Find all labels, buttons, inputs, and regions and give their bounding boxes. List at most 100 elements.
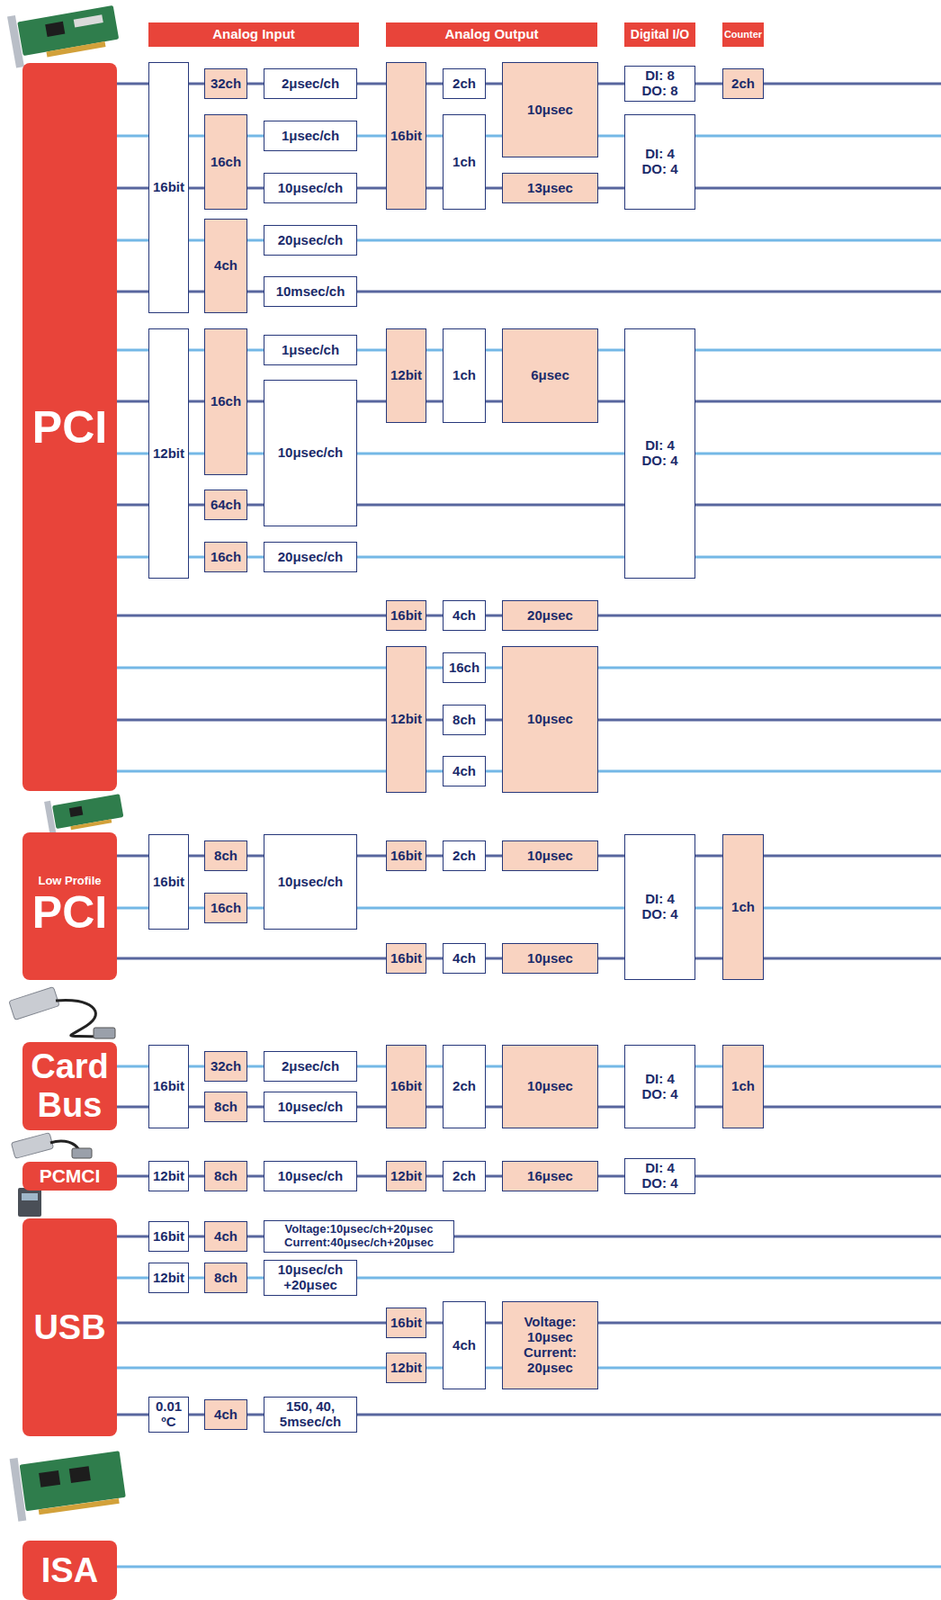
spec-text: 16bit xyxy=(152,1228,185,1245)
bus-line xyxy=(188,239,205,242)
spec-box: 16ch xyxy=(204,114,248,210)
spec-box: 12bit xyxy=(148,1262,189,1293)
low-profile-card-photo xyxy=(44,788,125,835)
bus-line xyxy=(426,400,443,404)
bus-line xyxy=(485,770,502,773)
bus-line xyxy=(116,349,149,352)
bus-line xyxy=(247,290,264,294)
spec-text: 10msec/ch xyxy=(276,284,346,300)
bus-band: PCI xyxy=(22,62,117,791)
bus-line xyxy=(188,503,205,507)
spec-text: DO: 4 xyxy=(641,453,678,469)
bus-line xyxy=(485,400,502,404)
bus-line-tail xyxy=(598,1366,941,1370)
spec-box: 12bit xyxy=(148,1160,189,1192)
spec-text: DI: 4 xyxy=(645,1160,675,1176)
bus-band: Low ProfilePCI xyxy=(22,832,117,980)
spec-box: 8ch xyxy=(204,840,248,871)
bus-line xyxy=(188,555,205,559)
bus-line xyxy=(485,1065,502,1068)
spec-text: Current:40μsec/ch+20μsec xyxy=(284,1236,434,1250)
bus-line xyxy=(116,1065,149,1068)
bus-line xyxy=(598,1174,625,1178)
spec-box: 16μsec xyxy=(501,1160,599,1192)
bus-line xyxy=(188,349,205,352)
spec-text: Current: 20μsec xyxy=(503,1344,597,1376)
spec-box: 4ch xyxy=(204,218,248,314)
spec-box: 2ch xyxy=(442,1044,486,1129)
bus-line xyxy=(357,82,386,86)
spec-box: 12bit xyxy=(385,645,427,793)
spec-text: 32ch xyxy=(210,1058,242,1075)
bus-line xyxy=(485,614,502,618)
bus-line xyxy=(426,134,443,138)
spec-box: 10μsec/ch xyxy=(263,1091,358,1122)
bus-line xyxy=(188,452,205,456)
spec-box: 10μsec/ch xyxy=(263,1160,358,1192)
spec-box: 4ch xyxy=(204,1220,248,1252)
bus-line xyxy=(485,134,502,138)
gold-fingers xyxy=(70,818,112,830)
gold-fingers xyxy=(38,1497,120,1515)
spec-text: 16bit xyxy=(390,848,422,864)
spec-text: 2ch xyxy=(452,1168,476,1184)
bus-line-tail xyxy=(763,906,941,910)
spec-box: 8ch xyxy=(204,1160,248,1192)
bus-line xyxy=(485,666,502,670)
spec-box: 16ch xyxy=(204,892,248,924)
bus-line xyxy=(247,1276,264,1280)
spec-text: 4ch xyxy=(452,1337,476,1354)
spec-box: 16bit xyxy=(148,1044,189,1129)
device-case xyxy=(17,1187,42,1217)
spec-box: 6μsec xyxy=(501,328,599,423)
spec-box: 1ch xyxy=(442,328,486,423)
spec-text: 12bit xyxy=(390,367,422,384)
bus-line-tail xyxy=(598,666,941,670)
bus-line xyxy=(116,239,149,242)
bus-line xyxy=(116,770,386,773)
bus-line xyxy=(426,614,443,618)
bus-line xyxy=(426,666,443,670)
bus-line-tail xyxy=(695,1174,941,1178)
bus-line xyxy=(485,1321,502,1325)
chip xyxy=(69,806,84,817)
spec-text: Voltage:10μsec/ch+20μsec xyxy=(285,1222,434,1237)
spec-text: Card Bus xyxy=(23,1047,117,1124)
bus-line xyxy=(426,1105,443,1109)
spec-box: 16bit xyxy=(385,600,427,631)
spec-text: 10μsec/ch xyxy=(277,1168,344,1184)
bus-line xyxy=(598,187,625,190)
bus-line xyxy=(116,503,149,507)
chip xyxy=(44,21,65,37)
spec-text: 4ch xyxy=(214,1228,238,1245)
spec-box: DI: 4DO: 4 xyxy=(624,1044,696,1129)
bus-line-tail xyxy=(763,854,941,858)
spec-box: 1ch xyxy=(722,833,764,980)
bus-line xyxy=(485,1105,502,1109)
spec-text: 20μsec xyxy=(527,608,574,624)
pc-card xyxy=(10,1132,54,1159)
bus-line xyxy=(247,854,264,858)
bus-line xyxy=(247,1105,264,1109)
bus-line xyxy=(695,1105,723,1109)
bus-line-tail xyxy=(357,1413,941,1416)
spec-text: 12bit xyxy=(152,446,185,462)
bus-line xyxy=(426,187,443,190)
spec-text: 20μsec/ch xyxy=(277,233,344,249)
spec-text: 8ch xyxy=(214,1099,238,1115)
connector xyxy=(73,14,104,27)
bus-line-tail xyxy=(695,400,941,404)
spec-text: 12bit xyxy=(152,1168,185,1184)
spec-text: 10μsec/ch +20μsec xyxy=(265,1262,356,1293)
bus-line xyxy=(485,349,502,352)
spec-text: 8ch xyxy=(214,1168,238,1184)
bus-line xyxy=(116,452,149,456)
bus-line-tail xyxy=(454,1235,941,1238)
bus-line xyxy=(116,854,149,858)
bus-line xyxy=(247,906,264,910)
spec-text: 10μsec/ch xyxy=(277,180,344,197)
spec-text: 1ch xyxy=(452,367,476,384)
spec-box: 10μsec xyxy=(501,840,599,871)
spec-box: 12bit xyxy=(385,1352,427,1383)
bus-line-tail xyxy=(357,1276,941,1280)
